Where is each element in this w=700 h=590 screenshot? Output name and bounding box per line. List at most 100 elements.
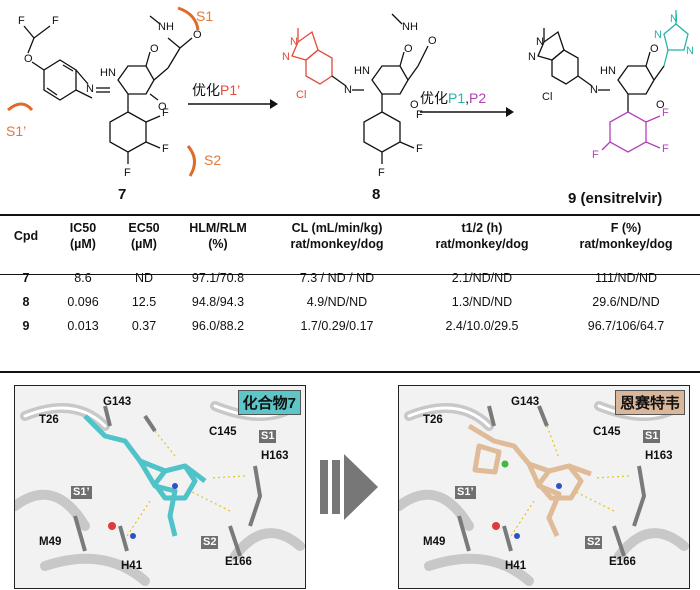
atom-f-label: F: [592, 149, 599, 161]
atom-f-label: F: [124, 167, 131, 179]
cell-ec50: 12.5: [131, 295, 157, 309]
arrow2-label: 优化P1,P2: [420, 90, 487, 106]
atom-f-label: F: [662, 107, 669, 119]
residue-h163: H163: [261, 450, 289, 462]
atom-f-label: F: [52, 15, 59, 27]
atom-o-label: O: [410, 99, 419, 111]
cell-cl: 4.9/ND/ND: [306, 295, 368, 309]
binding-panel-compound-7: 化合物7 T26 G143 C145 H163 M49 H41 E166 S1 …: [14, 385, 306, 589]
residue-m49: M49: [39, 536, 62, 548]
site-label-s2: S2: [204, 152, 222, 168]
residue-c145: C145: [209, 426, 237, 438]
atom-hn-label: HN: [600, 65, 616, 77]
cell-ec50: 0.37: [131, 319, 157, 333]
cell-hlm: 97.1/70.8: [191, 271, 245, 285]
residue-e166: E166: [609, 556, 636, 568]
cell-f: 111/ND/ND: [594, 271, 658, 285]
atom-f-label: F: [18, 15, 25, 27]
site-box-s1: S1: [643, 430, 661, 443]
atom-o-label: O: [24, 53, 33, 65]
atom-n-label: N: [654, 29, 662, 41]
header-cpd: Cpd: [13, 229, 39, 243]
atom-nh-label: NH: [158, 21, 174, 33]
data-table: Cpd IC50(µM) EC50(µM) HLM/RLM(%) CL (mL/…: [0, 220, 700, 338]
table-top-rule: [0, 214, 700, 216]
site-box-s2: S2: [201, 536, 219, 549]
cell-cpd: 7: [22, 271, 30, 285]
cell-cl: 1.7/0.29/0.17: [300, 319, 374, 333]
table-header-row: Cpd IC50(µM) EC50(µM) HLM/RLM(%) CL (mL/…: [0, 220, 700, 252]
atom-nh-label: NH: [402, 21, 418, 33]
residue-g143: G143: [511, 396, 540, 408]
header-ic50: IC50(µM): [69, 221, 97, 251]
reaction-arrow-1: [188, 99, 278, 109]
residue-g143: G143: [103, 396, 132, 408]
header-hlm-rlm: HLM/RLM(%): [189, 221, 247, 251]
cell-t-half: 2.4/10.0/29.5: [445, 319, 519, 333]
cell-cpd: 8: [22, 295, 30, 309]
table-row: 7 8.6 ND 97.1/70.8 7.3 / ND / ND 2.1/ND/…: [0, 266, 700, 290]
table-row: 8 0.096 12.5 94.8/94.3 4.9/ND/ND 1.3/ND/…: [0, 290, 700, 314]
header-cl: CL (mL/min/kg)rat/monkey/dog: [290, 221, 384, 251]
cell-ic50: 8.6: [74, 271, 92, 285]
residue-h41: H41: [121, 560, 143, 572]
protein-ribbon-illustration: [399, 401, 689, 586]
atom-o-label: O: [428, 35, 437, 47]
cell-cpd: 9: [22, 319, 30, 333]
site-box-s1prime: S1’: [71, 486, 92, 499]
panel-title-ensitrelvir: 恩赛特韦: [614, 390, 685, 415]
residue-m49: M49: [423, 536, 446, 548]
arrow1-label: 优化P1’: [192, 82, 241, 98]
atom-o-label: O: [150, 43, 159, 55]
compound-label-8: 8: [372, 186, 381, 203]
cell-cl: 7.3 / ND / ND: [299, 271, 375, 285]
table-header-rule: [0, 274, 700, 275]
atom-o-label: O: [656, 99, 665, 111]
cell-f: 29.6/ND/ND: [592, 295, 660, 309]
atom-n-label: N: [590, 84, 598, 96]
residue-t26: T26: [39, 414, 59, 426]
site-box-s1prime: S1’: [455, 486, 476, 499]
cell-ic50: 0.013: [67, 319, 99, 333]
atom-n-label: N: [670, 13, 678, 25]
atom-hn-label: HN: [354, 65, 370, 77]
atom-n-label: N: [290, 36, 298, 48]
header-t-half: t1/2 (h)rat/monkey/dog: [435, 221, 529, 251]
atom-n-label: N: [528, 51, 536, 63]
atom-cl-label: Cl: [542, 91, 552, 103]
site-box-s2: S2: [585, 536, 603, 549]
cell-hlm: 96.0/88.2: [191, 319, 245, 333]
header-ec50: EC50(µM): [128, 221, 160, 251]
atom-n-label: N: [282, 51, 290, 63]
atom-hn-label: HN: [100, 67, 116, 79]
comparison-arrow: [320, 454, 378, 520]
cell-hlm: 94.8/94.3: [191, 295, 245, 309]
atom-f-label: F: [162, 143, 169, 155]
atom-n-label: N: [686, 45, 694, 57]
binding-panel-ensitrelvir: 恩赛特韦 T26 G143 C145 H163 M49 H41 E166 S1 …: [398, 385, 690, 589]
cell-f: 96.7/106/64.7: [587, 319, 665, 333]
cell-t-half: 1.3/ND/ND: [451, 295, 513, 309]
residue-t26: T26: [423, 414, 443, 426]
residue-e166: E166: [225, 556, 252, 568]
atom-cl-label: Cl: [296, 89, 306, 101]
table-bottom-rule: [0, 371, 700, 373]
compound-9-structure: N N Cl N HN O O N N N F F F: [528, 10, 694, 161]
residue-c145: C145: [593, 426, 621, 438]
site-label-s1: S1: [196, 8, 214, 24]
compound-8-structure: N N Cl N HN O O NH O F F F: [282, 13, 437, 179]
reaction-arrow-2: [420, 107, 514, 117]
compound-label-9: 9 (ensitrelvir): [568, 190, 663, 207]
residue-h41: H41: [505, 560, 527, 572]
cell-t-half: 2.1/ND/ND: [451, 271, 513, 285]
atom-o-label: O: [158, 101, 167, 113]
compound-7-structure: O F F N HN O O NH O F F F: [7, 6, 202, 179]
cell-ic50: 0.096: [67, 295, 99, 309]
atom-o-label: O: [404, 43, 413, 55]
atom-f-label: F: [662, 143, 669, 155]
atom-o-label: O: [193, 29, 202, 41]
atom-f-label: F: [416, 109, 423, 121]
atom-o-label: O: [650, 43, 659, 55]
atom-n-label: N: [86, 83, 94, 95]
residue-h163: H163: [645, 450, 673, 462]
